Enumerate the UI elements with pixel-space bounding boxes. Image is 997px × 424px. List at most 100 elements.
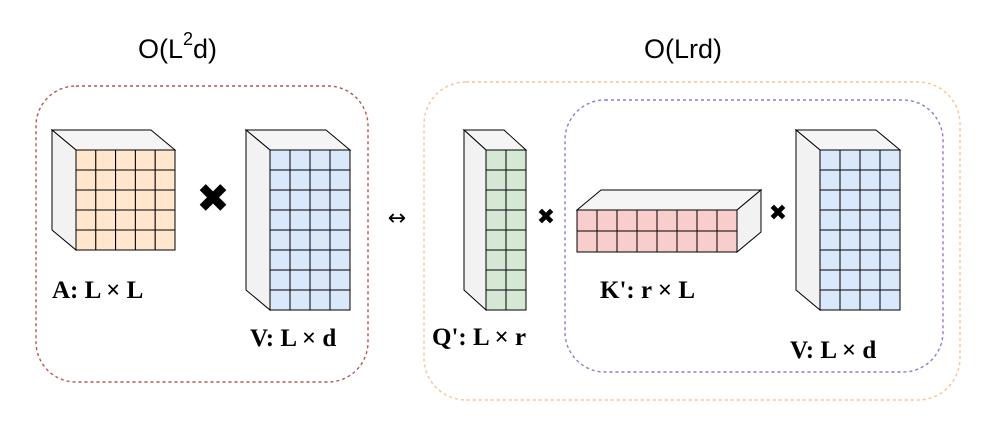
- A-cell: [115, 149, 136, 171]
- equivalence-arrow-icon: ↔: [388, 206, 406, 231]
- V_left-cell: [269, 229, 291, 251]
- K-cell: [636, 209, 658, 232]
- label-matrix-A: A: L × L: [52, 277, 143, 304]
- V_right-cell: [839, 289, 861, 311]
- V_left-cell: [309, 169, 331, 191]
- A-cell: [95, 149, 117, 171]
- K-cell: [596, 209, 618, 232]
- V_left-cell: [329, 229, 351, 251]
- V_left-cell: [329, 169, 351, 191]
- matrix-V-left-side-face: [245, 128, 271, 312]
- A-cell: [75, 189, 97, 211]
- Q-cell: [505, 169, 527, 191]
- V_left-cell: [289, 169, 311, 191]
- K-cell: [656, 209, 678, 232]
- Q-cell: [505, 269, 527, 291]
- V_left-cell: [289, 229, 311, 251]
- A-cell: [154, 189, 176, 211]
- V_left-cell: [329, 149, 351, 171]
- Q-cell: [505, 209, 527, 231]
- K-cell: [716, 209, 738, 232]
- A-cell: [75, 169, 97, 191]
- K-cell: [696, 230, 718, 253]
- A-cell: [154, 229, 176, 251]
- multiply-icon-small-1: ✖: [537, 205, 555, 230]
- V_left-cell: [329, 209, 351, 231]
- V_right-cell: [819, 149, 841, 171]
- matrix-A-side-face: [51, 128, 77, 252]
- V_left-cell: [269, 189, 291, 211]
- matrix-Q-side-face: [463, 128, 487, 312]
- V_right-cell: [879, 229, 901, 251]
- K-cell: [636, 230, 658, 253]
- V_left-cell: [309, 189, 331, 211]
- A-cell: [134, 169, 156, 191]
- V_left-cell: [289, 249, 311, 271]
- V_right-cell: [839, 149, 861, 171]
- V_left-cell: [269, 149, 291, 171]
- V_right-cell: [839, 189, 861, 211]
- V_left-cell: [269, 209, 291, 231]
- matrix-K-grid: [576, 209, 738, 253]
- K-cell: [616, 209, 638, 232]
- V_left-cell: [269, 169, 291, 191]
- A-cell: [75, 149, 97, 171]
- V_right-cell: [859, 169, 881, 191]
- V_right-cell: [859, 269, 881, 291]
- K-cell: [676, 230, 698, 253]
- V_right-cell: [859, 149, 881, 171]
- Q-cell: [485, 169, 507, 191]
- V_right-cell: [879, 269, 901, 291]
- Q-cell: [505, 229, 527, 251]
- V_right-cell: [819, 189, 841, 211]
- V_right-cell: [859, 189, 881, 211]
- label-matrix-K: K': r × L: [600, 277, 695, 304]
- A-cell: [134, 189, 156, 211]
- V_left-cell: [309, 209, 331, 231]
- Q-cell: [485, 209, 507, 231]
- label-matrix-Q: Q': L × r: [432, 324, 526, 351]
- V_right-cell: [819, 169, 841, 191]
- A-cell: [154, 209, 176, 231]
- V_right-cell: [819, 289, 841, 311]
- V_right-cell: [819, 209, 841, 231]
- V_left-cell: [309, 289, 331, 311]
- K-cell: [616, 230, 638, 253]
- V_left-cell: [289, 189, 311, 211]
- A-cell: [95, 169, 117, 191]
- matrix-Q-cube: [462, 128, 528, 312]
- V_left-cell: [329, 269, 351, 291]
- A-cell: [154, 169, 176, 191]
- A-cell: [75, 209, 97, 231]
- multiply-icon-small-2: ✖: [769, 201, 787, 226]
- Q-cell: [505, 149, 527, 171]
- A-cell: [115, 169, 136, 191]
- V_right-cell: [859, 249, 881, 271]
- V_left-cell: [329, 189, 351, 211]
- matrix-K-cube: [575, 188, 763, 254]
- K-cell: [576, 230, 598, 253]
- matrix-Q-grid: [485, 149, 527, 311]
- A-cell: [134, 229, 156, 251]
- V_left-cell: [309, 149, 331, 171]
- matrix-V-right-grid: [819, 149, 901, 311]
- V_right-cell: [819, 269, 841, 291]
- matrix-A-cube: [50, 128, 177, 252]
- V_left-cell: [289, 269, 311, 291]
- label-matrix-V-right: V: L × d: [790, 337, 876, 364]
- V_left-cell: [269, 289, 291, 311]
- V_right-cell: [879, 149, 901, 171]
- A-cell: [134, 149, 156, 171]
- K-cell: [716, 230, 738, 253]
- V_left-cell: [329, 249, 351, 271]
- matrix-A-grid: [75, 149, 176, 251]
- A-cell: [134, 209, 156, 231]
- V_left-cell: [289, 289, 311, 311]
- matrix-V-left-grid: [269, 149, 351, 311]
- V_right-cell: [819, 249, 841, 271]
- Q-cell: [485, 229, 507, 251]
- A-cell: [115, 189, 136, 211]
- right-group-box: [423, 81, 961, 401]
- V_right-cell: [879, 189, 901, 211]
